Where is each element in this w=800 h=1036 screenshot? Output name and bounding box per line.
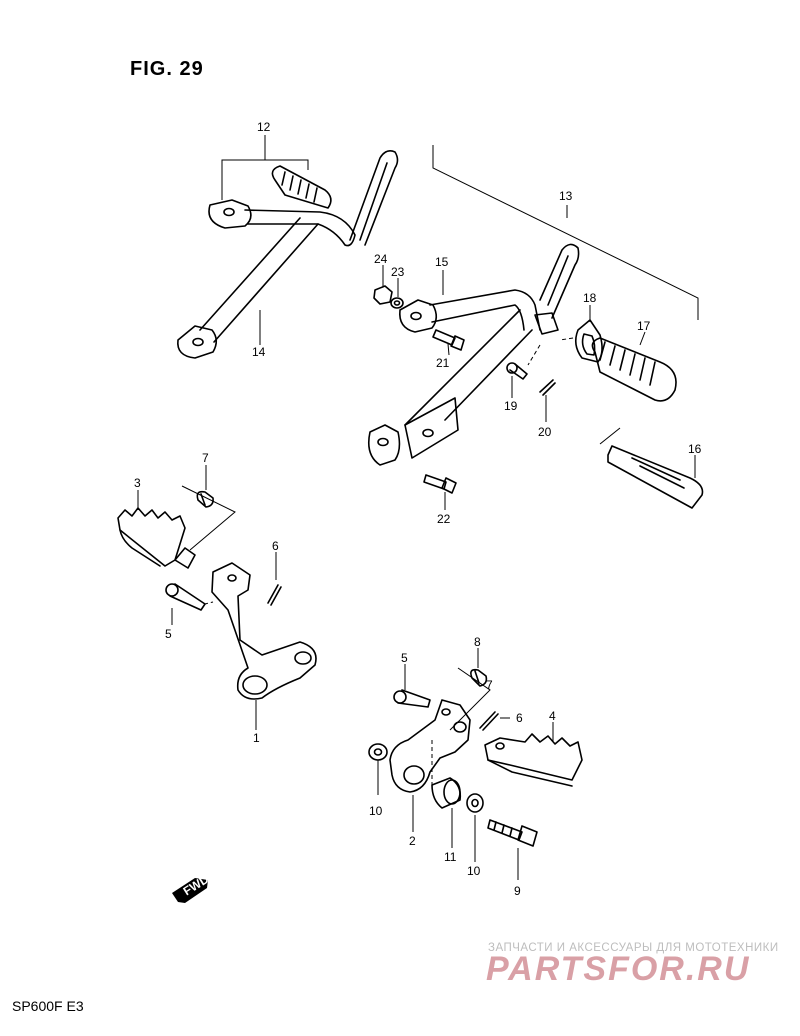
callout-18: 18 xyxy=(583,291,597,305)
leader-lines xyxy=(137,135,699,880)
part-21-bolt xyxy=(432,329,465,351)
part-5-pin-left xyxy=(165,583,206,611)
callout-15: 15 xyxy=(435,255,449,269)
part-10-washer-right xyxy=(466,793,484,813)
part-20-cotter-pin xyxy=(539,379,556,396)
part-10-washer-left xyxy=(368,743,388,761)
part-11-bushing xyxy=(431,777,462,809)
part-6-cotter-right xyxy=(479,711,499,731)
callout-16: 16 xyxy=(688,442,702,456)
callout-14: 14 xyxy=(252,345,266,359)
part-4-footpeg xyxy=(484,733,583,787)
callout-21: 21 xyxy=(436,356,450,370)
callout-7-left: 7 xyxy=(202,451,209,465)
part-9-bolt xyxy=(487,819,538,847)
part-15-bracket xyxy=(367,243,580,466)
part-24-nut xyxy=(373,285,393,305)
callout-2: 2 xyxy=(409,834,416,848)
callout-6-right: 6 xyxy=(516,711,523,725)
callout-6-left: 6 xyxy=(272,539,279,553)
callout-9: 9 xyxy=(514,884,521,898)
part-3-footpeg xyxy=(117,507,196,569)
part-7-spring-left xyxy=(196,490,214,508)
callout-20: 20 xyxy=(538,425,552,439)
part-22-bolt xyxy=(423,474,457,494)
callout-10-left: 10 xyxy=(369,804,383,818)
part-1-front-bracket xyxy=(211,562,317,700)
callout-1: 1 xyxy=(253,731,260,745)
part-6-cotter-left xyxy=(267,584,282,606)
fwd-arrow-icon: FWD xyxy=(172,872,212,903)
part-8-spring-right xyxy=(470,668,488,687)
part-12-footpeg-rubber xyxy=(271,165,332,209)
callout-3: 3 xyxy=(134,476,141,490)
callout-11: 11 xyxy=(444,850,457,864)
callout-13: 13 xyxy=(559,189,573,203)
part-2-front-bracket xyxy=(389,699,471,793)
watermark-tagline: ЗАПЧАСТИ И АКСЕССУАРЫ ДЛЯ МОТОТЕХНИКИ xyxy=(488,942,779,954)
part-12-bracket xyxy=(199,150,399,343)
callout-24: 24 xyxy=(374,252,388,266)
callout-23: 23 xyxy=(391,265,405,279)
callout-5-right: 5 xyxy=(401,651,408,665)
part-17-footpeg-rubber xyxy=(591,337,677,402)
part-19-pin xyxy=(506,362,528,380)
callout-labels: 12 13 14 15 24 23 18 17 21 19 20 16 22 7… xyxy=(134,120,702,898)
model-code: SP600F E3 xyxy=(12,998,84,1014)
part-5-pin-right xyxy=(393,689,431,708)
part-23-washer xyxy=(390,297,404,309)
callout-5-left: 5 xyxy=(165,627,172,641)
part-18-retainer xyxy=(574,319,603,363)
part-14-arm-end xyxy=(177,325,218,359)
watermark-logo: PARTSFOR.RU xyxy=(486,950,751,988)
callout-7-right: 7 xyxy=(486,678,493,692)
part-16-footpeg-bar xyxy=(607,445,704,509)
callout-8: 8 xyxy=(474,635,481,649)
figure-title: FIG. 29 xyxy=(130,58,204,80)
callout-10-right: 10 xyxy=(467,864,481,878)
callout-22: 22 xyxy=(437,512,451,526)
callout-17: 17 xyxy=(637,319,651,333)
callout-19: 19 xyxy=(504,399,518,413)
callout-12: 12 xyxy=(257,120,271,134)
callout-4: 4 xyxy=(549,709,556,723)
